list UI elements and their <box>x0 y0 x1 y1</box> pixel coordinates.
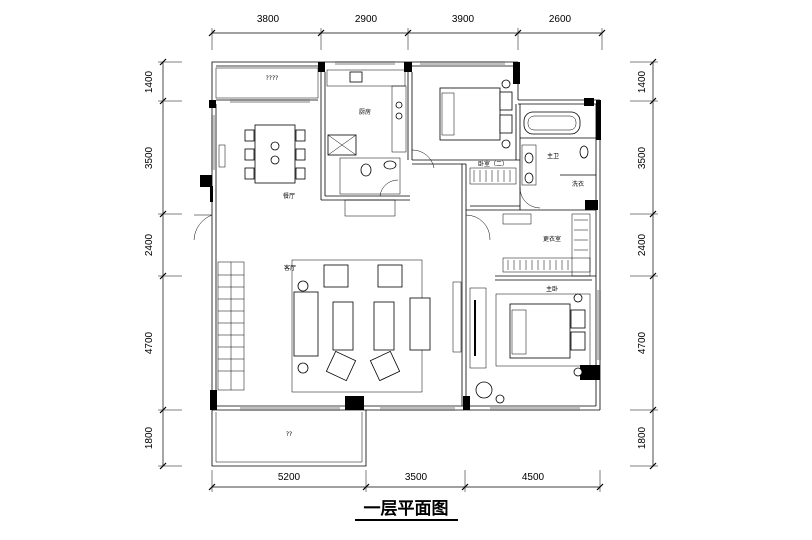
bottom-balcony: ?? <box>211 410 367 467</box>
dim-left-5: 1800 <box>144 426 155 449</box>
windows <box>211 61 601 411</box>
walls <box>200 61 601 411</box>
dining-area: 餐厅 <box>218 124 306 200</box>
dimension-right: 1400 3500 2400 4700 1800 <box>630 58 658 470</box>
living-room: 客厅 <box>284 259 462 393</box>
dim-bottom-2: 3500 <box>405 472 428 483</box>
dining-label: 餐厅 <box>283 192 295 200</box>
dim-right-5: 1800 <box>637 426 648 449</box>
dim-top-3: 3900 <box>452 14 475 25</box>
balcony-bottom-label: ?? <box>286 431 292 438</box>
master-bath: 主卫 洗衣 <box>519 111 589 209</box>
dim-top-2: 2900 <box>355 14 378 25</box>
balcony-top-label: ???? <box>266 75 279 82</box>
dim-bottom-3: 4500 <box>522 472 545 483</box>
bedroom-2-label: 卧室（二） <box>478 160 508 168</box>
dimension-top: 3800 2900 3900 2600 <box>208 14 606 50</box>
dimension-bottom: 5200 3500 4500 <box>208 470 604 492</box>
master-bedroom: 主卧 <box>469 285 591 404</box>
dim-top-1: 3800 <box>257 14 280 25</box>
bedroom-2: 卧室（二） <box>411 79 517 185</box>
kitchen: 厨房 <box>326 69 407 217</box>
dim-left-2: 3500 <box>144 146 155 169</box>
dim-right-3: 2400 <box>637 233 648 256</box>
dimension-left: 1400 3500 2400 4700 1800 <box>144 58 182 470</box>
top-balcony: ???? <box>215 67 319 99</box>
dim-left-4: 4700 <box>144 331 155 354</box>
master-bath-label: 主卫 <box>547 152 559 160</box>
drawing-title: 一层平面图 <box>355 499 458 521</box>
closet: 更衣室 <box>465 213 591 277</box>
closet-label: 更衣室 <box>543 235 561 243</box>
dim-left-1: 1400 <box>144 70 155 93</box>
kitchen-label: 厨房 <box>359 108 371 116</box>
dim-right-1: 1400 <box>637 70 648 93</box>
living-label: 客厅 <box>284 264 296 272</box>
plan-title: 一层平面图 <box>364 499 449 519</box>
dim-bottom-1: 5200 <box>278 472 301 483</box>
staircase <box>217 261 245 391</box>
dim-left-3: 2400 <box>144 233 155 256</box>
dim-right-2: 3500 <box>637 146 648 169</box>
wash-label: 洗衣 <box>572 180 584 188</box>
master-bedroom-label: 主卧 <box>546 285 558 293</box>
entry-door <box>193 214 213 241</box>
dim-top-4: 2600 <box>549 14 572 25</box>
dim-right-4: 4700 <box>637 331 648 354</box>
